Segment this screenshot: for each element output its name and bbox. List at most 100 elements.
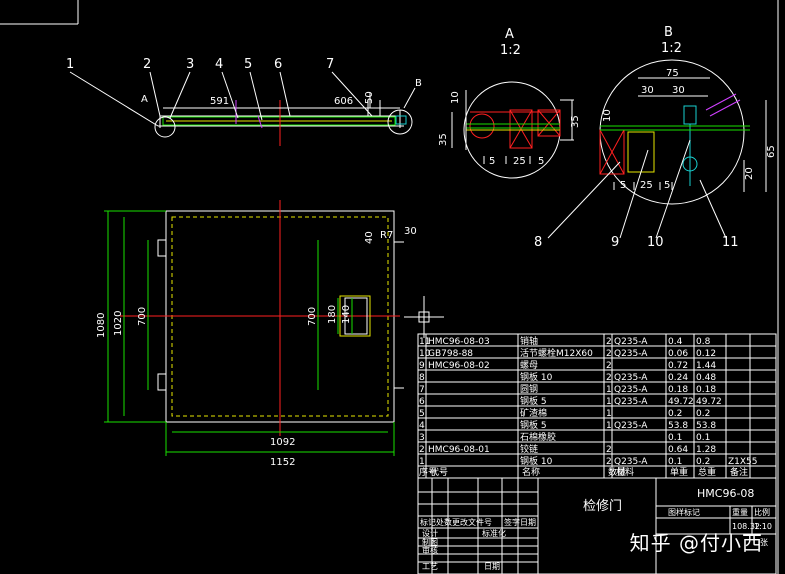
bom-cell-no: 4 (419, 421, 425, 431)
bom-header-qty: 数量 (608, 466, 626, 478)
dim-b-30-left: 30 (641, 85, 654, 96)
callout-9: 9 (611, 235, 619, 250)
bom-cell-mat: Q235-A (614, 337, 648, 347)
bom-cell-total: 0.18 (696, 385, 716, 395)
bom-cell-unit: 0.18 (668, 385, 688, 395)
bom-cell-unit: 0.64 (668, 445, 688, 455)
bom-cell-no: 8 (419, 373, 425, 383)
dim-b-65: 65 (766, 145, 777, 158)
dim-50: 50 (364, 91, 375, 104)
bom-cell-name: 钢板 10 (520, 455, 553, 467)
bom-cell-qty: 2 (606, 373, 612, 383)
bom-cell-code: HMC96-08-01 (428, 445, 490, 455)
detail-leaders (547, 139, 727, 239)
bom-header-code: 代号 (430, 467, 448, 478)
bom-cell-mat: Q235-A (614, 421, 648, 431)
bom-cell-qty: 1 (606, 421, 612, 431)
tb-sheet-label: 张 (760, 538, 768, 547)
title-block-grid (417, 477, 777, 574)
dim-b-30-right: 30 (672, 85, 685, 96)
bom-cell-code: GB798-88 (428, 349, 473, 359)
dim-b-25: 25 (640, 180, 653, 191)
dim-1092: 1092 (270, 437, 295, 448)
bom-cell-mat: Q235-A (614, 349, 648, 359)
bom-cell-total: 0.1 (696, 433, 710, 443)
bom-cell-qty: 2 (606, 361, 612, 371)
bom-cell-name: 圆钢 (520, 383, 538, 395)
bom-cell-code: HMC96-08-03 (428, 337, 490, 347)
bom-cell-name: 钢板 5 (520, 419, 547, 431)
bom-cell-total: 1.44 (696, 361, 716, 371)
dim-a-10: 10 (450, 91, 461, 104)
bom-cell-no: 6 (419, 397, 425, 407)
tb-left-row-2: 日期 (520, 518, 536, 527)
dim-r7: R7 (380, 230, 393, 241)
tb-scale-value: 1:10 (754, 522, 772, 531)
drawing-number: HMC96-08 (697, 487, 754, 500)
bom-cell-no: 9 (419, 361, 425, 371)
detail-a-scale: 1:2 (500, 43, 521, 58)
dim-a-25: 25 (513, 156, 526, 167)
dim-40: 40 (364, 231, 375, 244)
detail-a-letter: A (505, 27, 514, 42)
dim-1020: 1020 (113, 311, 124, 336)
callout-11: 11 (722, 235, 739, 250)
detail-b (599, 59, 767, 205)
bom-cell-qty: 1 (606, 397, 612, 407)
callout-10: 10 (647, 235, 664, 250)
bom-cell-mat: Q235-A (614, 457, 648, 467)
dim-b-5-right: 5 (664, 180, 670, 191)
bom-cell-total: 0.8 (696, 337, 711, 347)
callout-5: 5 (244, 57, 252, 72)
bom-cell-total: 0.48 (696, 373, 716, 383)
tb-weight-label: 重量 (732, 507, 748, 517)
bom-cell-unit: 0.1 (668, 457, 682, 467)
bom-cell-unit: 49.72 (668, 397, 694, 407)
dim-606: 606 (334, 96, 353, 107)
dim-a-5-right: 5 (538, 156, 544, 167)
bom-cell-unit: 0.2 (668, 409, 682, 419)
bom-cell-no: 5 (419, 409, 425, 419)
callout-3: 3 (186, 57, 194, 72)
bom-cell-code: HMC96-08-02 (428, 361, 490, 371)
bom-cell-total: 0.2 (696, 409, 710, 419)
dim-1152: 1152 (270, 457, 295, 468)
bom-cell-total: 0.2 (696, 457, 710, 467)
bom-cell-total: 53.8 (696, 421, 716, 431)
tb-left-row-7: 工艺 (422, 562, 438, 571)
dim-140: 140 (341, 305, 352, 324)
tb-left-row-4: 标准化 (482, 528, 506, 538)
section-mark-a: A (141, 94, 148, 105)
bom-cell-unit: 0.4 (668, 337, 683, 347)
bom-cell-total: 1.28 (696, 445, 716, 455)
bom-cell-qty: 2 (606, 457, 612, 467)
bom-cell-name: 铰链 (520, 443, 538, 455)
bom-cell-unit: 0.06 (668, 349, 688, 359)
bom-cell-unit: 53.8 (668, 421, 688, 431)
bom-cell-mat: Q235-A (614, 397, 648, 407)
bom-cell-mat: Q235-A (614, 373, 648, 383)
dim-700-right: 700 (307, 307, 318, 326)
bom-cell-no: 10 (419, 349, 431, 359)
detail-b-letter: B (664, 25, 673, 40)
callout-8: 8 (534, 235, 542, 250)
bom-cell-note: Z1X55 (728, 457, 758, 467)
callout-2: 2 (143, 57, 151, 72)
callout-4: 4 (215, 57, 223, 72)
bom-header-mat: 材料 (616, 466, 634, 478)
bom-cell-no: 1 (419, 457, 425, 467)
dim-700-left: 700 (137, 307, 148, 326)
bom-cell-name: 矿渣棉 (520, 407, 547, 419)
tb-stage-label: 图样标记 (668, 507, 700, 517)
bom-cell-unit: 0.72 (668, 361, 688, 371)
bom-cell-no: 11 (419, 337, 430, 347)
